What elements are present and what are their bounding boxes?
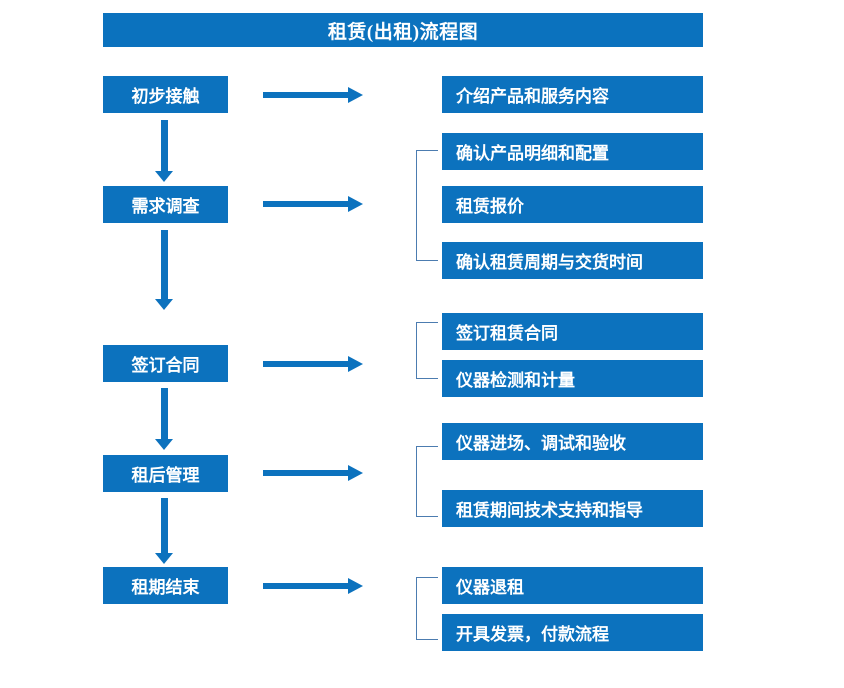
detail-group-bracket-2 — [416, 150, 438, 261]
detail-box-1-1[interactable]: 介绍产品和服务内容 — [442, 76, 703, 113]
stage-box-5[interactable]: 租期结束 — [103, 567, 228, 604]
stage-to-detail-arrow-2 — [263, 196, 363, 212]
arrow-head — [155, 171, 173, 182]
arrow-shaft — [161, 498, 168, 553]
arrow-shaft — [263, 470, 349, 476]
detail-box-3-2[interactable]: 仪器检测和计量 — [442, 360, 703, 397]
arrow-head — [348, 578, 363, 594]
stage-flow-arrow-1-2 — [152, 120, 176, 182]
stage-box-2[interactable]: 需求调查 — [103, 186, 228, 223]
detail-group-bracket-5 — [416, 577, 438, 640]
stage-box-1[interactable]: 初步接触 — [103, 76, 228, 113]
arrow-head — [155, 553, 173, 564]
detail-box-2-1[interactable]: 确认产品明细和配置 — [442, 133, 703, 170]
arrow-head — [155, 439, 173, 450]
arrow-shaft — [161, 120, 168, 171]
stage-flow-arrow-4-5 — [152, 498, 176, 564]
detail-box-2-2[interactable]: 租赁报价 — [442, 186, 703, 223]
arrow-shaft — [263, 583, 349, 589]
detail-box-4-2[interactable]: 租赁期间技术支持和指导 — [442, 490, 703, 527]
stage-to-detail-arrow-5 — [263, 578, 363, 594]
arrow-head — [155, 299, 173, 310]
arrow-head — [348, 356, 363, 372]
arrow-head — [348, 87, 363, 103]
arrow-shaft — [263, 92, 349, 98]
stage-flow-arrow-2-3 — [152, 230, 176, 310]
stage-flow-arrow-3-4 — [152, 388, 176, 450]
stage-box-3[interactable]: 签订合同 — [103, 345, 228, 382]
detail-box-4-1[interactable]: 仪器进场、调试和验收 — [442, 423, 703, 460]
stage-to-detail-arrow-4 — [263, 465, 363, 481]
stage-box-4[interactable]: 租后管理 — [103, 455, 228, 492]
stage-to-detail-arrow-1 — [263, 87, 363, 103]
detail-box-5-2[interactable]: 开具发票，付款流程 — [442, 614, 703, 651]
detail-box-5-1[interactable]: 仪器退租 — [442, 567, 703, 604]
detail-box-2-3[interactable]: 确认租赁周期与交货时间 — [442, 242, 703, 279]
arrow-shaft — [161, 230, 168, 299]
arrow-shaft — [161, 388, 168, 439]
arrow-shaft — [263, 361, 349, 367]
arrow-head — [348, 465, 363, 481]
stage-to-detail-arrow-3 — [263, 356, 363, 372]
arrow-head — [348, 196, 363, 212]
diagram-title: 租赁(出租)流程图 — [103, 13, 703, 47]
detail-box-3-1[interactable]: 签订租赁合同 — [442, 313, 703, 350]
detail-group-bracket-4 — [416, 446, 438, 517]
detail-group-bracket-3 — [416, 322, 438, 379]
arrow-shaft — [263, 201, 349, 207]
